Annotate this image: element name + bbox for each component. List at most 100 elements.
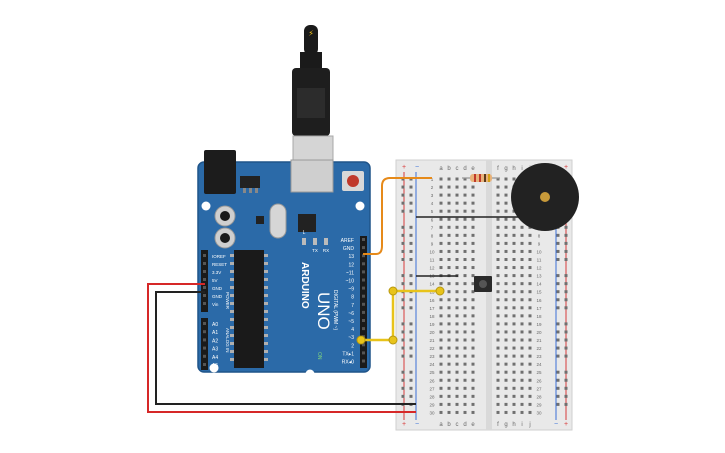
breadboard-hole[interactable] bbox=[471, 274, 475, 278]
wire-endpoint[interactable] bbox=[435, 286, 445, 296]
breadboard-hole[interactable] bbox=[447, 370, 451, 374]
breadboard-hole[interactable] bbox=[496, 201, 500, 205]
breadboard-hole[interactable] bbox=[471, 185, 475, 189]
breadboard-hole[interactable] bbox=[528, 330, 532, 334]
breadboard-hole[interactable] bbox=[463, 225, 467, 229]
breadboard-hole[interactable] bbox=[455, 362, 459, 366]
rail-hole[interactable] bbox=[409, 370, 413, 374]
breadboard-hole[interactable] bbox=[447, 193, 451, 197]
rail-hole[interactable] bbox=[401, 338, 405, 342]
breadboard-hole[interactable] bbox=[512, 362, 516, 366]
rail-hole[interactable] bbox=[564, 354, 568, 358]
breadboard-hole[interactable] bbox=[455, 346, 459, 350]
breadboard-hole[interactable] bbox=[463, 362, 467, 366]
breadboard-hole[interactable] bbox=[439, 402, 443, 406]
breadboard-hole[interactable] bbox=[496, 306, 500, 310]
breadboard-hole[interactable] bbox=[504, 354, 508, 358]
breadboard-hole[interactable] bbox=[455, 354, 459, 358]
breadboard-hole[interactable] bbox=[471, 209, 475, 213]
breadboard-hole[interactable] bbox=[520, 314, 524, 318]
breadboard-hole[interactable] bbox=[496, 258, 500, 261]
analog-pin-hole[interactable] bbox=[203, 338, 206, 342]
rail-hole[interactable] bbox=[409, 201, 413, 205]
rail-hole[interactable] bbox=[409, 274, 413, 278]
breadboard-hole[interactable] bbox=[447, 233, 451, 237]
breadboard-hole[interactable] bbox=[455, 193, 459, 197]
wire-pin13-orange[interactable] bbox=[363, 177, 432, 255]
breadboard-hole[interactable] bbox=[463, 354, 467, 358]
analog-pin-hole[interactable] bbox=[203, 346, 206, 350]
rail-hole[interactable] bbox=[556, 322, 560, 326]
rail-hole[interactable] bbox=[409, 282, 413, 286]
rail-hole[interactable] bbox=[564, 233, 568, 237]
breadboard-hole[interactable] bbox=[447, 249, 451, 253]
breadboard-hole[interactable] bbox=[520, 241, 524, 245]
wire-gnd-black[interactable] bbox=[155, 291, 416, 405]
breadboard-hole[interactable] bbox=[471, 193, 475, 197]
rail-hole[interactable] bbox=[564, 322, 568, 326]
breadboard-hole[interactable] bbox=[463, 201, 467, 205]
breadboard-hole[interactable] bbox=[471, 330, 475, 334]
breadboard-hole[interactable] bbox=[471, 402, 475, 406]
breadboard-hole[interactable] bbox=[463, 346, 467, 350]
rail-hole[interactable] bbox=[556, 306, 560, 310]
breadboard-hole[interactable] bbox=[447, 410, 451, 414]
digital-pin-hole[interactable] bbox=[362, 343, 365, 347]
breadboard-hole[interactable] bbox=[512, 330, 516, 334]
breadboard-hole[interactable] bbox=[439, 298, 443, 302]
breadboard-hole[interactable] bbox=[504, 266, 508, 270]
breadboard-hole[interactable] bbox=[512, 314, 516, 318]
breadboard-hole[interactable] bbox=[463, 258, 467, 261]
breadboard-hole[interactable] bbox=[496, 274, 500, 278]
rail-hole[interactable] bbox=[401, 193, 405, 197]
breadboard-hole[interactable] bbox=[455, 185, 459, 189]
breadboard-hole[interactable] bbox=[520, 362, 524, 366]
rail-hole[interactable] bbox=[409, 249, 413, 253]
breadboard-hole[interactable] bbox=[512, 346, 516, 350]
breadboard-hole[interactable] bbox=[504, 306, 508, 310]
breadboard-hole[interactable] bbox=[528, 386, 532, 390]
breadboard-hole[interactable] bbox=[504, 394, 508, 398]
rail-hole[interactable] bbox=[401, 370, 405, 374]
breadboard-hole[interactable] bbox=[471, 378, 475, 382]
rail-hole[interactable] bbox=[401, 201, 405, 205]
rail-hole[interactable] bbox=[556, 338, 560, 342]
breadboard-hole[interactable] bbox=[520, 306, 524, 310]
power-pin-hole[interactable] bbox=[203, 270, 206, 273]
rail-hole[interactable] bbox=[564, 394, 568, 398]
rail-hole[interactable] bbox=[401, 354, 405, 358]
breadboard-hole[interactable] bbox=[504, 386, 508, 390]
breadboard-hole[interactable] bbox=[463, 378, 467, 382]
breadboard-hole[interactable] bbox=[463, 274, 467, 278]
breadboard-hole[interactable] bbox=[439, 330, 443, 334]
digital-pin-hole[interactable] bbox=[362, 319, 365, 322]
rail-hole[interactable] bbox=[564, 402, 568, 406]
breadboard-hole[interactable] bbox=[447, 266, 451, 270]
breadboard-hole[interactable] bbox=[512, 354, 516, 358]
breadboard-hole[interactable] bbox=[528, 346, 532, 350]
breadboard-hole[interactable] bbox=[528, 274, 532, 278]
digital-pin-hole[interactable] bbox=[362, 351, 365, 355]
rail-hole[interactable] bbox=[556, 258, 560, 261]
breadboard-hole[interactable] bbox=[455, 314, 459, 318]
breadboard-hole[interactable] bbox=[512, 217, 516, 221]
rail-hole[interactable] bbox=[401, 378, 405, 382]
breadboard-hole[interactable] bbox=[496, 217, 500, 221]
breadboard-hole[interactable] bbox=[496, 370, 500, 374]
rail-hole[interactable] bbox=[409, 233, 413, 237]
breadboard-hole[interactable] bbox=[439, 193, 443, 197]
power-pin-hole[interactable] bbox=[203, 294, 206, 297]
breadboard-hole[interactable] bbox=[447, 338, 451, 342]
breadboard-hole[interactable] bbox=[504, 225, 508, 229]
rail-hole[interactable] bbox=[401, 322, 405, 326]
rail-hole[interactable] bbox=[401, 394, 405, 398]
breadboard-hole[interactable] bbox=[471, 386, 475, 390]
rail-hole[interactable] bbox=[564, 378, 568, 382]
rail-hole[interactable] bbox=[409, 338, 413, 342]
breadboard-hole[interactable] bbox=[496, 282, 500, 286]
breadboard-hole[interactable] bbox=[504, 370, 508, 374]
breadboard-hole[interactable] bbox=[455, 370, 459, 374]
rail-hole[interactable] bbox=[556, 370, 560, 374]
breadboard-hole[interactable] bbox=[504, 241, 508, 245]
breadboard-hole[interactable] bbox=[439, 346, 443, 350]
